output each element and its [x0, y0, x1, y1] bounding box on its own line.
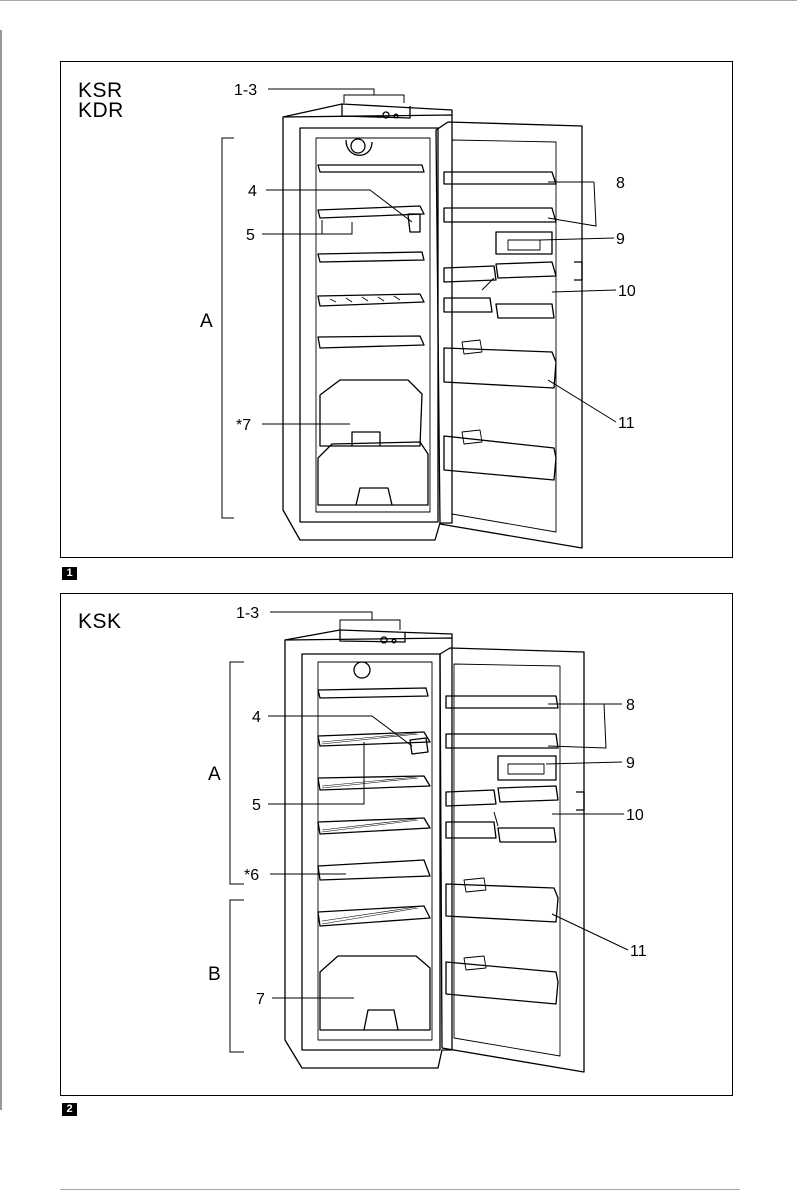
shelf [318, 688, 428, 698]
crisper-drawer [320, 956, 430, 1030]
callout-label-11: 11 [630, 943, 647, 960]
callout-label-8: 8 [626, 697, 635, 714]
callout-label-10: 10 [626, 807, 644, 824]
cabinet-outline [285, 638, 452, 1068]
callout-label-6: *6 [244, 867, 259, 884]
indicator-light [392, 639, 396, 643]
bottle-shelf [446, 884, 558, 922]
leader-11 [552, 914, 628, 950]
leader-8 [548, 704, 622, 748]
door-shelf-divided-left [446, 790, 496, 806]
egg-tray-inner [508, 764, 544, 774]
interior-light-bulb [354, 662, 370, 678]
door-shelf-small-left [446, 822, 496, 838]
bottle-retainer-lower [464, 956, 486, 970]
door-hinge [576, 792, 584, 810]
bottle-holder [410, 738, 428, 754]
leader-1-3 [270, 612, 400, 630]
door-top-shelf [446, 734, 558, 748]
callout-label-7: 7 [256, 991, 265, 1008]
callout-label-5: 5 [252, 797, 261, 814]
door-inner [454, 664, 560, 1056]
door-shelf-small-right [498, 828, 556, 842]
bracket-B [230, 900, 244, 1052]
bracket-A [230, 662, 244, 884]
door-outline [440, 648, 584, 1072]
door-shelf-divided-right [498, 786, 558, 802]
crisper-drawer-handle [364, 1010, 398, 1030]
shelf [318, 860, 430, 880]
leader-5 [268, 742, 364, 804]
callout-label-9: 9 [626, 755, 635, 772]
callout-label-1-3: 1-3 [236, 605, 259, 622]
shelf-wire [318, 776, 430, 790]
egg-tray [498, 756, 556, 780]
callout-label-4: 4 [252, 709, 261, 726]
leader-4 [268, 716, 412, 746]
callout-label-A: A [208, 764, 221, 785]
callout-label-B: B [208, 964, 221, 985]
bottle-shelf-lower [446, 962, 558, 1004]
leader-10 [494, 812, 624, 826]
door-butter-compartment [446, 696, 558, 708]
wire-hatching [322, 733, 418, 924]
inner-liner [302, 654, 440, 1050]
